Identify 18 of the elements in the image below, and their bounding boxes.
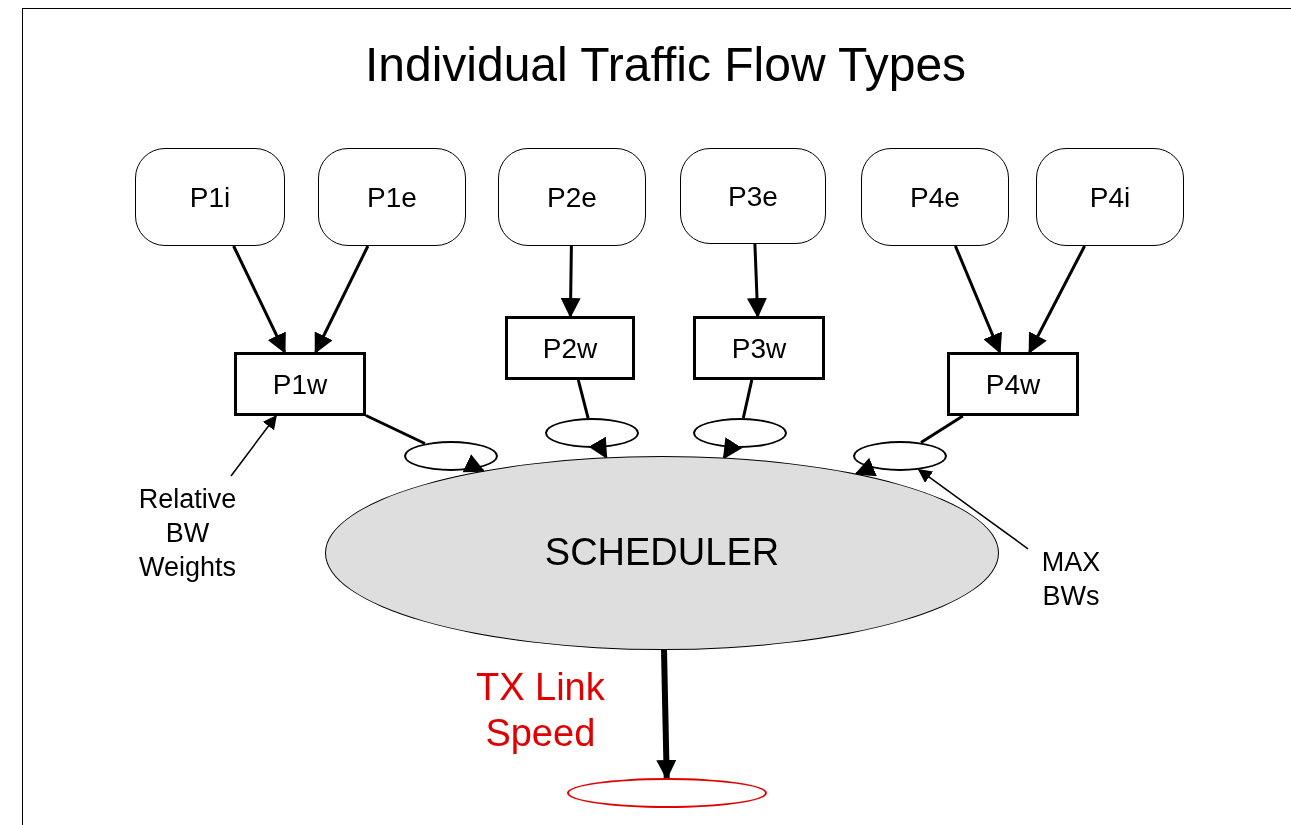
link-ellipse — [567, 778, 767, 808]
weight-box: P2w — [505, 316, 635, 380]
flow-box: P2e — [498, 148, 646, 246]
diagram-title: Individual Traffic Flow Types — [364, 37, 967, 93]
flow-box: P4e — [861, 148, 1009, 246]
weight-box: P3w — [693, 316, 825, 380]
flow-box: P4i — [1036, 148, 1184, 246]
note-text: MAX BWs — [1028, 543, 1114, 617]
scheduler-ellipse: SCHEDULER — [325, 456, 999, 650]
weight-box: P4w — [947, 352, 1079, 416]
weight-box: P1w — [234, 352, 366, 416]
note-text: Relative BW Weights — [120, 476, 255, 592]
rate-ellipse — [693, 418, 787, 448]
flow-box: P3e — [680, 148, 826, 244]
rate-ellipse — [853, 441, 947, 471]
rate-ellipse — [545, 418, 639, 448]
flow-box: P1i — [135, 148, 285, 246]
flow-box: P1e — [318, 148, 466, 246]
